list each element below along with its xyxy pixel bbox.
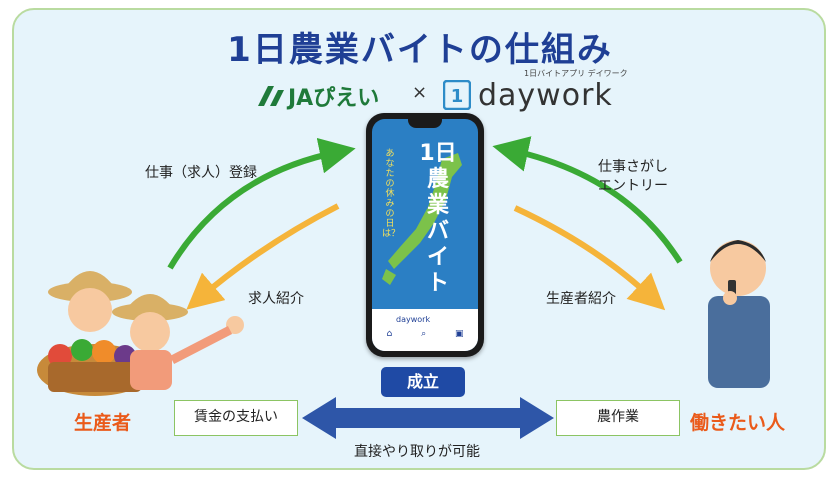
app-screen: あなたの休みの日は？ 1日農業バイト daywork ⌂ ⌕ ▣: [372, 119, 478, 351]
label-register-job: 仕事（求人）登録: [145, 165, 257, 181]
japan-map-icon: [382, 153, 462, 285]
arrow-register: [167, 137, 356, 270]
collab-times-symbol: ×: [412, 82, 428, 103]
app-screen-title: 1日農業バイト: [419, 141, 457, 296]
match-established-badge: 成立: [381, 367, 465, 397]
smartphone-mockup: あなたの休みの日は？ 1日農業バイト daywork ⌂ ⌕ ▣: [366, 113, 484, 357]
label-producer-intro: 生産者紹介: [546, 291, 616, 307]
daywork-logo-text: daywork: [478, 78, 613, 113]
arrow-producer-intro: [513, 205, 666, 311]
daywork-logo-subtitle: 1日バイトアプリ デイワーク: [524, 69, 628, 78]
arrow-direct-exchange: [302, 397, 554, 439]
app-tab-home-icon[interactable]: ⌂: [386, 329, 393, 339]
label-job-search-line1: 仕事さがし: [598, 159, 668, 175]
arrow-search: [492, 136, 683, 264]
arrow-job-intro: [186, 203, 340, 310]
app-tab-mypage-icon[interactable]: ▣: [455, 329, 464, 339]
phone-notch: [408, 119, 442, 128]
producer-illustration: [37, 271, 244, 396]
role-producer-label: 生産者: [74, 412, 132, 434]
app-brand-label: daywork: [396, 315, 431, 324]
wage-payment-box: 賃金の支払い: [174, 400, 298, 436]
label-job-intro: 求人紹介: [248, 291, 304, 307]
label-job-search-line2: エントリー: [598, 178, 668, 194]
direct-exchange-label: 直接やり取りが可能: [354, 444, 480, 460]
role-worker-label: 働きたい人: [690, 412, 786, 434]
ja-logo-icon: [258, 86, 284, 106]
app-bottom-bar: daywork ⌂ ⌕ ▣: [372, 309, 478, 351]
ja-logo-text: JAぴえい: [288, 86, 380, 111]
app-screen-subtitle: あなたの休みの日は？: [382, 149, 401, 239]
label-job-search: 仕事さがし エントリー: [598, 158, 668, 196]
page-title: 1日農業バイトの仕組み: [227, 30, 613, 70]
farm-work-box: 農作業: [556, 400, 680, 436]
daywork-logo-mark: 1: [451, 86, 464, 107]
app-tab-search-icon[interactable]: ⌕: [421, 329, 427, 339]
worker-illustration: [708, 240, 770, 388]
app-tab-bar: ⌂ ⌕ ▣: [372, 329, 478, 339]
partner-logos: JAぴえい × 1 1日バイトアプリ デイワーク daywork: [0, 69, 840, 113]
daywork-logo-icon: 1: [443, 80, 471, 110]
